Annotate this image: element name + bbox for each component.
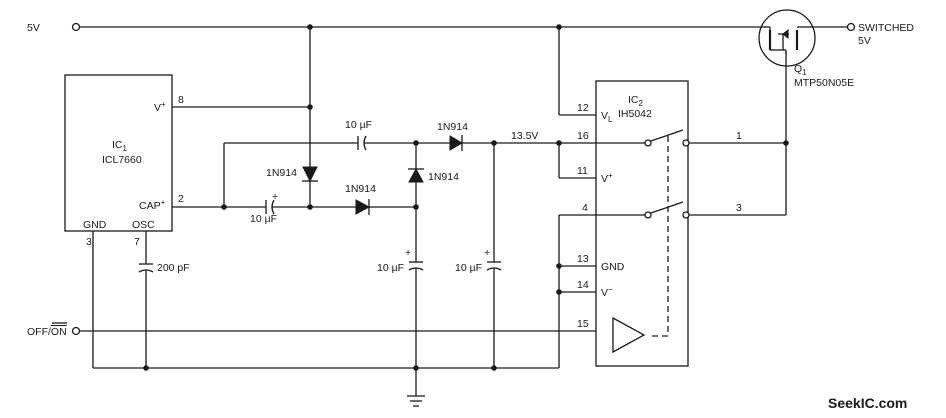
ic2-pin14-num: 14 [577,279,589,291]
diode-d2-icon [355,199,371,215]
ic2-pin13-num: 13 [577,253,589,265]
terminal-switched-5v [846,22,856,32]
ic2-driver-buffer-icon [612,316,646,354]
ic2-pin4-num: 4 [582,202,588,214]
ic2-switch-1 [596,129,690,147]
ic1-pin-cap-label: CAP+ [139,198,166,212]
capacitor-reservoir-1-polarity: + [405,247,411,259]
capacitor-osc-value: 200 pF [157,262,190,274]
ic1-pin3-num: 3 [86,236,92,248]
q1-part: MTP50N05E [794,77,854,89]
diode-d4: 1N914 [437,121,468,151]
ic2-pin16-num: 16 [577,130,589,142]
q1-body-arrow-icon [782,28,789,40]
diode-d3-icon [408,167,424,183]
net-label-switched: SWITCHED [858,22,914,34]
net-label-13v5: 13.5V [511,130,538,142]
q1-envelope [758,9,816,67]
junction-dots [143,24,789,371]
ic2-pin-vplus-label: V+ [601,171,613,185]
diode-d2-label: 1N914 [345,183,376,195]
ic1-pin-vplus-label: V+ [154,100,166,114]
diode-d1-icon [302,166,318,183]
ic2-pin1-num: 1 [736,130,742,142]
capacitor-cap-pin-value: 10 µF [250,213,277,225]
diode-d3-label: 1N914 [428,171,459,183]
terminal-5v [71,22,81,32]
ic2-switch-linkage [648,136,669,337]
capacitor-reservoir-1-value: 10 µF [377,262,404,274]
wires [79,26,848,396]
ic1-pin-gnd-label: GND [83,219,107,231]
ic2-chip: IC2 IH5042 VL 12 16 V+ 11 4 GND 13 V− 14… [577,80,742,367]
ic2-part: IH5042 [618,108,652,120]
capacitor-reservoir-2-polarity: + [484,247,490,259]
ground-icon [407,395,425,407]
capacitor-reservoir-2-value: 10 µF [455,262,482,274]
capacitor-osc: 200 pF [138,262,190,274]
ic2-body [595,80,689,367]
ic2-pin15-num: 15 [577,318,589,330]
capacitor-cap-pin: + 10 µF [250,191,278,225]
ic1-chip: IC1 ICL7660 V+ 8 CAP+ 2 GND 3 OSC 7 [64,74,184,248]
ic1-pin2-num: 2 [178,193,184,205]
net-label-off-on: OFF/ON [27,326,67,338]
watermark: SeekIC.com [828,395,907,411]
net-label-switched-5v: 5V [858,35,871,47]
ic1-ref: IC1 [112,139,128,153]
ic2-pin-gnd-label: GND [601,261,625,273]
ic1-pin8-num: 8 [178,94,184,106]
q1-mosfet: Q1 MTP50N05E [758,9,854,89]
ic2-pin-vminus-label: V− [601,285,613,299]
ic2-pin-vl-label: VL [601,110,613,124]
ic1-part: ICL7660 [102,154,142,166]
ic2-switch-2 [596,201,690,219]
diode-d2: 1N914 [345,183,376,215]
net-label-5v: 5V [27,22,40,34]
capacitor-reservoir-2: + 10 µF [455,247,502,274]
diode-d4-label: 1N914 [437,121,468,133]
capacitor-pump: 10 µF [345,119,372,151]
ic2-pin11-num: 11 [577,165,588,177]
diode-d1-label: 1N914 [266,167,297,179]
ic2-pin3-num: 3 [736,202,742,214]
ic2-ref: IC2 [628,94,644,108]
ic1-pin7-num: 7 [134,236,140,248]
capacitor-pump-value: 10 µF [345,119,372,131]
capacitor-reservoir-1: + 10 µF [377,247,424,274]
ic1-body [64,74,173,232]
diode-d1: 1N914 [266,166,318,183]
diode-d4-icon [449,135,463,151]
ic2-pin12-num: 12 [577,102,589,114]
q1-ref: Q1 [794,63,807,77]
diode-d3: 1N914 [408,167,459,183]
terminal-off-on [71,326,81,336]
ic1-pin-osc-label: OSC [132,219,155,231]
capacitor-cap-pin-polarity: + [272,191,278,203]
